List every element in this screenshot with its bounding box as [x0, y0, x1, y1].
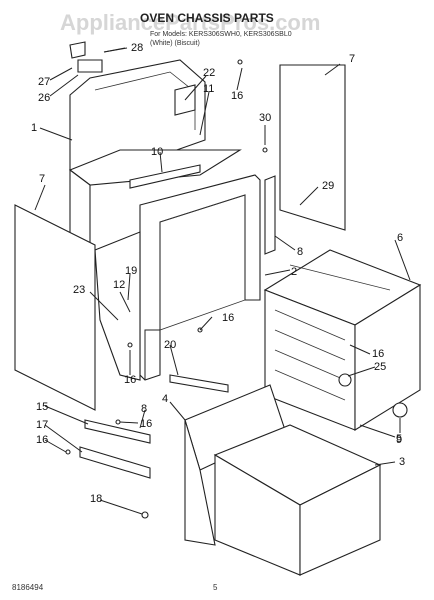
callout-5: 5	[396, 433, 402, 445]
callout-16f: 16	[36, 434, 48, 446]
callout-labels: 28 27 26 22 11 1 16 7 30 10 29 7 8 2 6 1…	[31, 42, 405, 505]
footer-part-number: 8186494	[12, 583, 44, 592]
callout-17: 17	[36, 419, 48, 431]
callout-15: 15	[36, 401, 48, 413]
subtitle-line-1: For Models: KERS306SWH0, KERS306SBL0	[150, 31, 292, 38]
oven-cavity-part	[263, 249, 422, 431]
callout-6: 6	[397, 232, 403, 244]
callout-26: 26	[38, 92, 50, 104]
screw-30	[262, 147, 268, 153]
callout-7a: 7	[349, 53, 355, 65]
callout-8b: 8	[141, 403, 147, 415]
callout-22: 22	[203, 67, 215, 79]
part-26	[77, 59, 103, 73]
screw-16f	[65, 449, 71, 455]
callout-20: 20	[164, 339, 176, 351]
callout-27: 27	[38, 76, 50, 88]
callout-28: 28	[131, 42, 143, 54]
footer-page-number: 5	[213, 583, 218, 592]
callout-16e: 16	[140, 418, 152, 430]
callout-8a: 8	[297, 246, 303, 258]
callout-11: 11	[203, 83, 214, 95]
callout-12: 12	[113, 279, 125, 291]
callout-16d: 16	[372, 348, 384, 360]
diagram-title: OVEN CHASSIS PARTS	[140, 11, 274, 25]
screw-16a	[237, 59, 243, 65]
callout-23: 23	[73, 284, 85, 296]
callout-3: 3	[399, 456, 405, 468]
callout-19: 19	[125, 265, 137, 277]
callout-18: 18	[90, 493, 102, 505]
bracket-20	[169, 374, 229, 393]
bracket-17	[79, 446, 151, 479]
side-panel-right	[279, 64, 346, 231]
part-27	[69, 41, 86, 59]
leader-lines	[34, 47, 411, 515]
side-panel-left	[14, 204, 96, 411]
screw-18	[141, 511, 149, 519]
screw-16e	[115, 419, 121, 425]
callout-16c: 16	[124, 374, 136, 386]
watermark-text: AppliancePartsPros.com	[60, 10, 320, 35]
bracket-15	[84, 419, 151, 444]
screw-16c	[127, 342, 133, 348]
callout-10: 10	[151, 146, 163, 158]
callout-25: 25	[374, 361, 386, 373]
subtitle-line-2: (White) (Biscuit)	[150, 40, 200, 47]
callout-16b: 16	[222, 312, 234, 324]
callout-16a: 16	[231, 90, 243, 102]
oven-chassis-part	[68, 59, 261, 381]
callout-4: 4	[162, 393, 168, 405]
callout-2: 2	[291, 266, 297, 278]
callout-30: 30	[259, 112, 271, 124]
insulation-part	[184, 384, 382, 576]
callout-29: 29	[322, 180, 334, 192]
callout-7b: 7	[39, 173, 45, 185]
bracket-8	[264, 175, 276, 255]
callout-9: 9	[396, 434, 402, 446]
callout-1: 1	[31, 122, 37, 134]
